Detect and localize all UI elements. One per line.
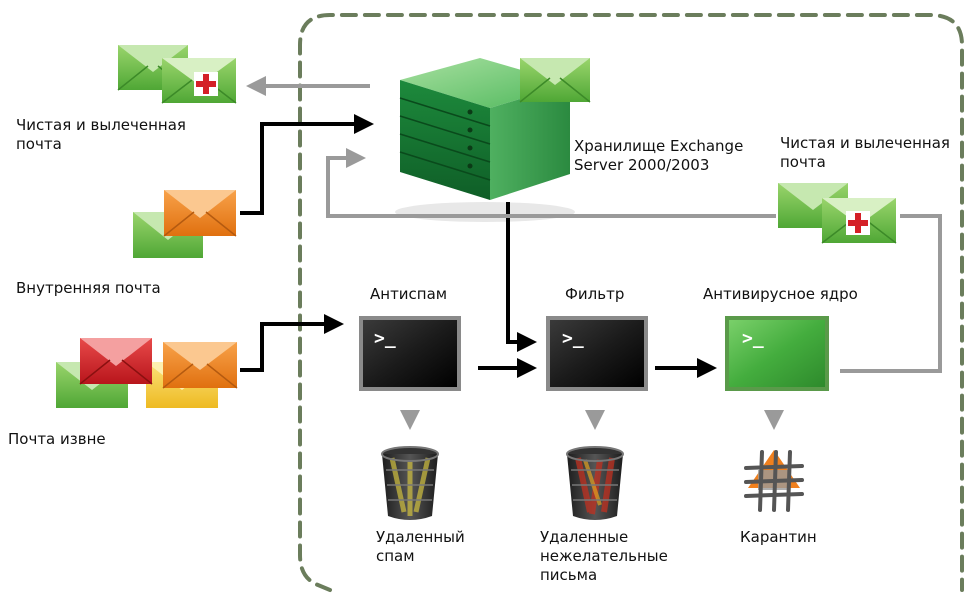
- processing-boundary: [298, 13, 964, 592]
- clean-mail-right-label: Чистая и вылеченная почта: [780, 134, 950, 171]
- envelope-icon: [519, 58, 591, 103]
- antispam-label: Антиспам: [370, 285, 448, 303]
- quarantine-grid-icon: [744, 450, 804, 512]
- server-icon: [395, 58, 575, 222]
- quarantine-label: Карантин: [740, 528, 817, 546]
- unwanted-trash-bin-icon: [566, 446, 624, 520]
- terminal-prompt: >_: [562, 328, 584, 349]
- terminal-prompt: >_: [742, 328, 764, 349]
- clean-mail-left-icon: [117, 45, 237, 104]
- filter-label: Фильтр: [565, 285, 625, 303]
- antivirus-return-arrow: [840, 214, 942, 373]
- spam-trash-bin-icon: [381, 446, 439, 520]
- external-mail-label: Почта извне: [8, 430, 106, 448]
- antivirus-terminal-icon: >_: [725, 316, 829, 391]
- deleted-unwanted-label: Удаленные нежелательные письма: [540, 528, 668, 584]
- antispam-terminal-icon: >_: [359, 316, 461, 391]
- external-mail-arrow: [240, 314, 344, 372]
- internal-mail-label: Внутренняя почта: [16, 279, 161, 297]
- storage-label: Хранилище Exchange Server 2000/2003: [574, 137, 744, 174]
- deleted-spam-label: Удаленный спам: [376, 528, 465, 565]
- external-mail-icon: [56, 338, 238, 408]
- envelope-icon: [162, 342, 238, 389]
- envelope-icon: [79, 338, 153, 385]
- antivirus-label: Антивирусное ядро: [703, 285, 858, 303]
- clean-mail-right-icon: [778, 183, 897, 244]
- medical-cross-icon: [846, 211, 870, 235]
- internal-mail-icon: [133, 190, 237, 258]
- storage-to-filter-arrow: [506, 202, 537, 352]
- envelope-icon: [163, 190, 237, 237]
- internal-mail-arrow: [240, 114, 374, 215]
- filter-terminal-icon: >_: [546, 316, 648, 391]
- clean-mail-return-arrow: [326, 148, 776, 218]
- medical-cross-icon: [194, 72, 218, 96]
- terminal-prompt: >_: [374, 328, 396, 349]
- clean-mail-left-label: Чистая и вылеченная почта: [16, 116, 186, 153]
